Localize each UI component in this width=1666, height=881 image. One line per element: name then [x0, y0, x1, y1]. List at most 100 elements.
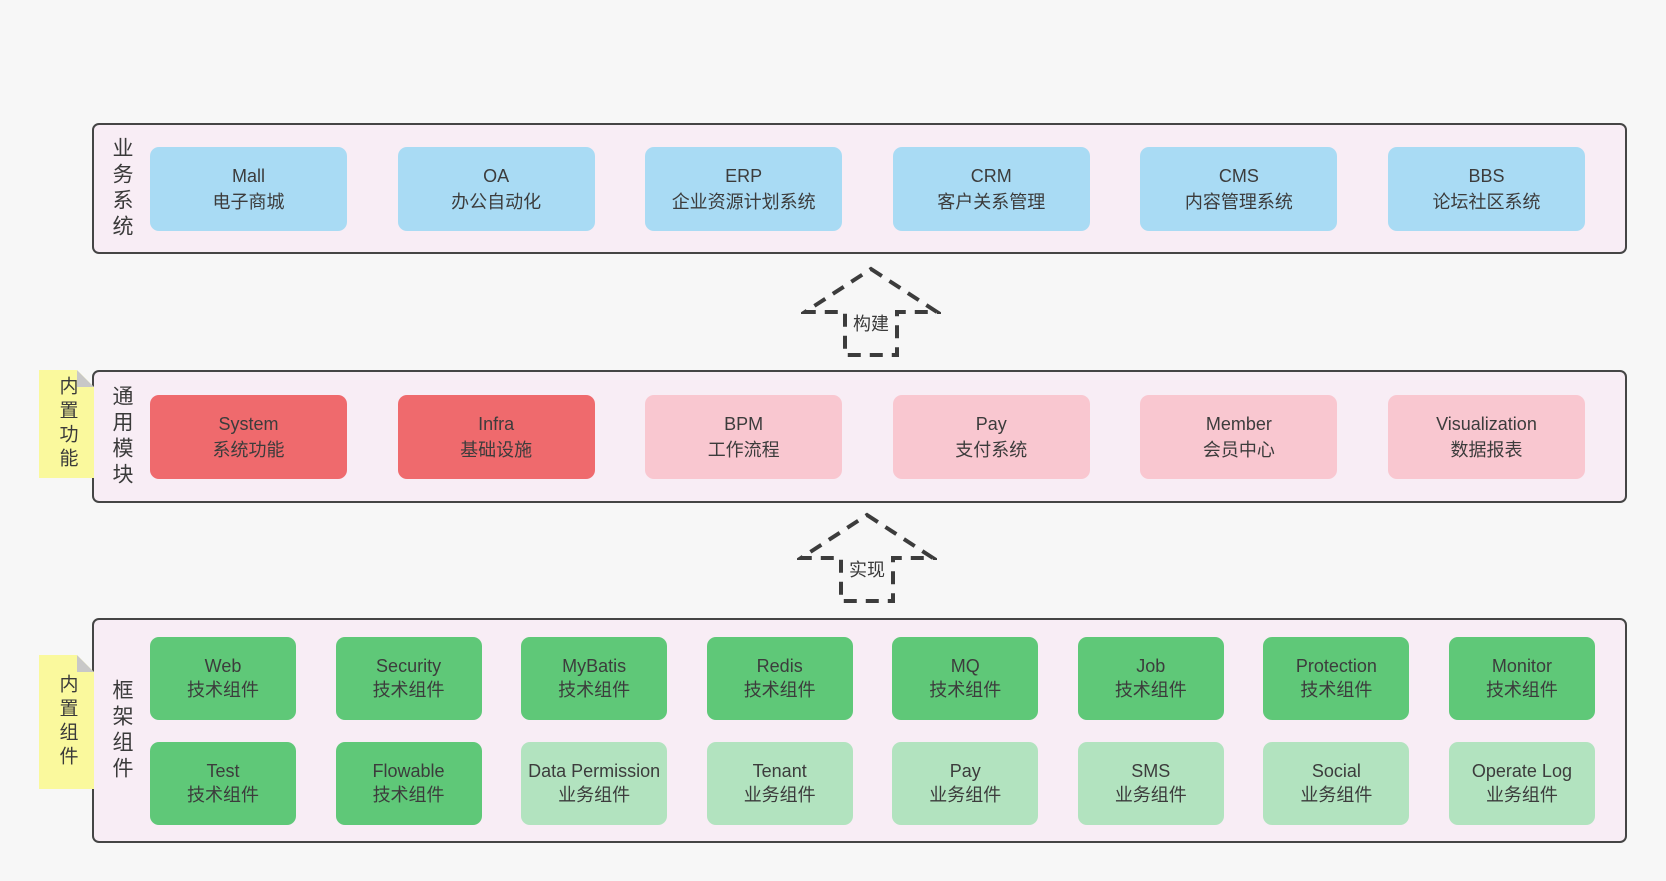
box-redis: Redis 技术组件 — [706, 636, 853, 720]
box-infra: Infra 基础设施 — [397, 394, 595, 479]
box-name: Visualization — [1436, 413, 1537, 434]
box-name: SMS — [1131, 761, 1171, 781]
sticky-note-builtin-functions: 内置功能 — [39, 370, 94, 478]
layer-business-label: 业务系统 — [110, 136, 133, 241]
layer-framework-label: 框架组件 — [110, 678, 133, 783]
box-name: Protection — [1295, 656, 1377, 676]
framework-row-1: Web 技术组件 Security 技术组件 MyBatis 技术组件 Redi… — [150, 636, 1595, 720]
box-name: System — [218, 413, 279, 434]
arrow-build-label: 构建 — [849, 310, 893, 336]
arrow-implement-up-icon: 实现 — [797, 512, 937, 604]
box-desc: 技术组件 — [1300, 680, 1373, 700]
box-name: ERP — [725, 165, 763, 186]
box-operate-log: Operate Log 业务组件 — [1448, 741, 1595, 825]
box-name: Security — [376, 656, 442, 676]
box-name: Infra — [478, 413, 515, 434]
box-name: Operate Log — [1471, 761, 1572, 781]
box-desc: 业务组件 — [743, 785, 816, 805]
box-bbs: BBS 论坛社区系统 — [1387, 146, 1585, 231]
box-data-permission: Data Permission 业务组件 — [521, 741, 668, 825]
box-desc: 业务组件 — [1485, 785, 1558, 805]
box-name: Mall — [231, 165, 265, 186]
layer-common-modules: 内置功能 通用模块 System 系统功能 Infra 基础设施 BPM 工作流… — [92, 370, 1627, 503]
layer-business-systems: 业务系统 Mall 电子商城 OA 办公自动化 ERP 企业资源计划系统 CRM… — [92, 123, 1627, 254]
box-desc: 技术组件 — [372, 785, 445, 805]
box-desc: 工作流程 — [707, 439, 780, 460]
framework-rows: Web 技术组件 Security 技术组件 MyBatis 技术组件 Redi… — [138, 636, 1625, 825]
box-desc: 业务组件 — [929, 785, 1002, 805]
layer-common-label: 通用模块 — [110, 384, 133, 489]
box-test: Test 技术组件 — [150, 741, 296, 825]
box-name: Pay — [949, 761, 981, 781]
box-oa: OA 办公自动化 — [397, 146, 595, 231]
common-boxes: System 系统功能 Infra 基础设施 BPM 工作流程 Pay 支付系统… — [138, 394, 1625, 479]
box-tenant: Tenant 业务组件 — [706, 741, 853, 825]
box-pay-system: Pay 支付系统 — [892, 394, 1090, 479]
box-sms: SMS 业务组件 — [1077, 741, 1224, 825]
box-monitor: Monitor 技术组件 — [1448, 636, 1595, 720]
box-name: OA — [483, 165, 510, 186]
sticky-label: 内置功能 — [56, 376, 78, 472]
box-name: Pay — [975, 413, 1007, 434]
box-name: Flowable — [372, 761, 445, 781]
box-desc: 企业资源计划系统 — [671, 191, 816, 212]
box-name: CMS — [1218, 165, 1259, 186]
box-desc: 业务组件 — [1114, 785, 1187, 805]
box-desc: 业务组件 — [1300, 785, 1373, 805]
dashed-up-arrow-icon — [797, 512, 937, 603]
box-desc: 电子商城 — [212, 191, 285, 212]
box-member: Member 会员中心 — [1140, 394, 1338, 479]
box-desc: 技术组件 — [558, 680, 631, 700]
box-desc: 系统功能 — [212, 439, 285, 460]
sticky-note-builtin-components: 内置组件 — [39, 655, 94, 789]
box-desc: 技术组件 — [1485, 680, 1558, 700]
business-boxes: Mall 电子商城 OA 办公自动化 ERP 企业资源计划系统 CRM 客户关系… — [138, 146, 1625, 231]
box-name: Data Permission — [528, 761, 661, 781]
box-desc: 支付系统 — [955, 439, 1028, 460]
box-name: Test — [206, 761, 240, 781]
arrow-implement-label: 实现 — [845, 556, 889, 582]
box-desc: 技术组件 — [187, 680, 259, 700]
box-cms: CMS 内容管理系统 — [1140, 146, 1338, 231]
box-mall: Mall 电子商城 — [150, 146, 347, 231]
box-security: Security 技术组件 — [335, 636, 482, 720]
box-desc: 基础设施 — [460, 439, 533, 460]
box-desc: 论坛社区系统 — [1432, 191, 1541, 212]
box-bpm: BPM 工作流程 — [645, 394, 843, 479]
box-protection: Protection 技术组件 — [1263, 636, 1410, 720]
box-social: Social 业务组件 — [1263, 741, 1410, 825]
box-desc: 客户关系管理 — [937, 191, 1046, 212]
box-system: System 系统功能 — [150, 394, 347, 479]
box-desc: 技术组件 — [929, 680, 1002, 700]
framework-row-2: Test 技术组件 Flowable 技术组件 Data Permission … — [150, 741, 1595, 825]
box-crm: CRM 客户关系管理 — [892, 146, 1090, 231]
box-name: MQ — [950, 656, 980, 676]
fold-corner-icon — [77, 655, 94, 672]
box-name: BBS — [1468, 165, 1505, 186]
layer-framework-components: 内置组件 框架组件 Web 技术组件 Security 技术组件 MyBatis… — [92, 618, 1627, 843]
box-desc: 数据报表 — [1450, 439, 1523, 460]
box-name: Job — [1136, 656, 1166, 676]
box-desc: 技术组件 — [1114, 680, 1187, 700]
box-visualization: Visualization 数据报表 — [1387, 394, 1585, 479]
sticky-label: 内置组件 — [56, 674, 78, 770]
box-erp: ERP 企业资源计划系统 — [645, 146, 843, 231]
box-web: Web 技术组件 — [150, 636, 296, 720]
box-name: BPM — [724, 413, 764, 434]
dashed-up-arrow-icon — [801, 266, 941, 357]
box-desc: 业务组件 — [558, 785, 631, 805]
box-desc: 办公自动化 — [451, 191, 542, 212]
arrow-build-up-icon: 构建 — [801, 266, 941, 358]
box-job: Job 技术组件 — [1077, 636, 1224, 720]
box-flowable: Flowable 技术组件 — [335, 741, 482, 825]
box-desc: 技术组件 — [372, 680, 445, 700]
box-mq: MQ 技术组件 — [892, 636, 1039, 720]
box-name: Redis — [756, 656, 803, 676]
box-name: Monitor — [1491, 656, 1552, 676]
box-name: MyBatis — [562, 656, 627, 676]
box-name: Tenant — [752, 761, 807, 781]
box-desc: 技术组件 — [187, 785, 259, 805]
box-pay-component: Pay 业务组件 — [892, 741, 1039, 825]
box-mybatis: MyBatis 技术组件 — [521, 636, 668, 720]
